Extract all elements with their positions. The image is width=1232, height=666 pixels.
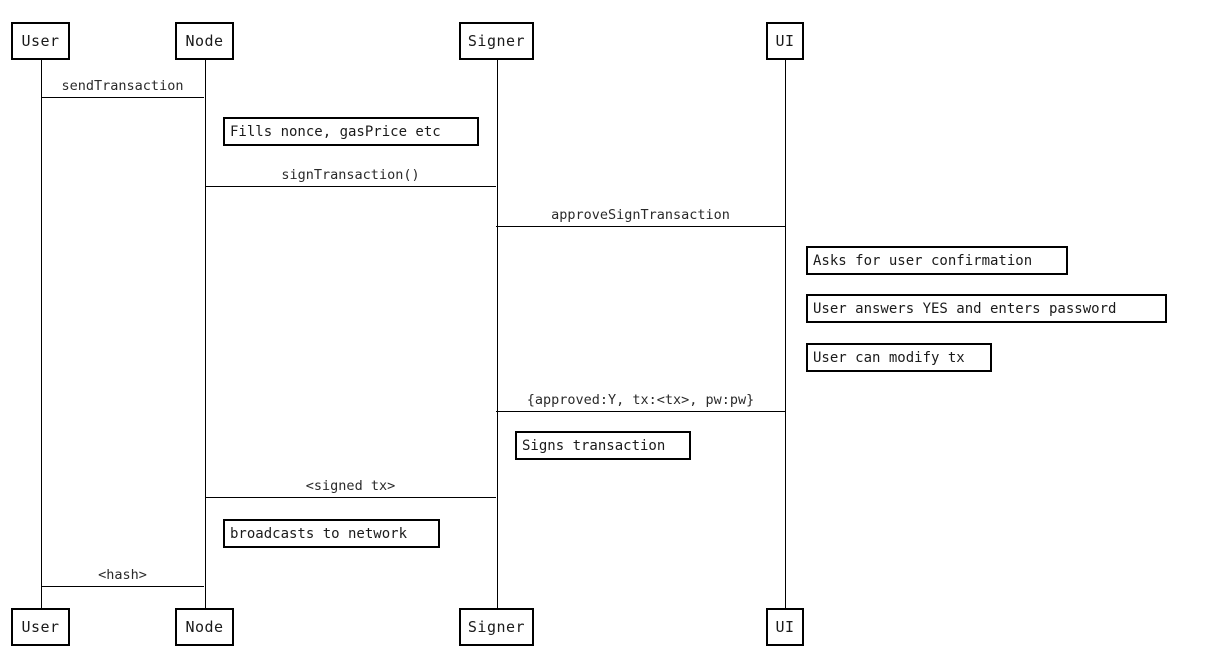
participant-node-top[interactable]: Node <box>175 22 234 60</box>
message-line-m4 <box>496 411 785 412</box>
message-label-m2: signTransaction() <box>281 167 420 183</box>
lifeline-user <box>40 60 42 608</box>
note-n1: Fills nonce, gasPrice etc <box>223 117 479 146</box>
message-label-m5: <signed tx> <box>305 478 396 494</box>
participant-node-bottom[interactable]: Node <box>175 608 234 646</box>
note-n2: Asks for user confirmation <box>806 246 1068 275</box>
note-n3: User answers YES and enters password <box>806 294 1167 323</box>
message-line-m6 <box>41 586 204 587</box>
participant-ui-bottom[interactable]: UI <box>766 608 804 646</box>
participant-signer-bottom[interactable]: Signer <box>459 608 534 646</box>
lifeline-signer <box>496 60 498 608</box>
message-line-m3 <box>496 226 785 227</box>
note-n4: User can modify tx <box>806 343 992 372</box>
participant-user-bottom[interactable]: User <box>11 608 70 646</box>
lifeline-node <box>204 60 206 608</box>
participant-signer-top[interactable]: Signer <box>459 22 534 60</box>
message-label-m4: {approved:Y, tx:<tx>, pw:pw} <box>526 392 755 408</box>
message-label-m6: <hash> <box>98 567 147 583</box>
message-line-m5 <box>205 497 496 498</box>
participant-user-top[interactable]: User <box>11 22 70 60</box>
participant-ui-top[interactable]: UI <box>766 22 804 60</box>
lifeline-ui <box>785 60 786 608</box>
note-n6: broadcasts to network <box>223 519 440 548</box>
message-label-m1: sendTransaction <box>61 78 184 94</box>
message-line-m2 <box>205 186 496 187</box>
message-label-m3: approveSignTransaction <box>551 207 730 223</box>
note-n5: Signs transaction <box>515 431 691 460</box>
message-line-m1 <box>41 97 204 98</box>
